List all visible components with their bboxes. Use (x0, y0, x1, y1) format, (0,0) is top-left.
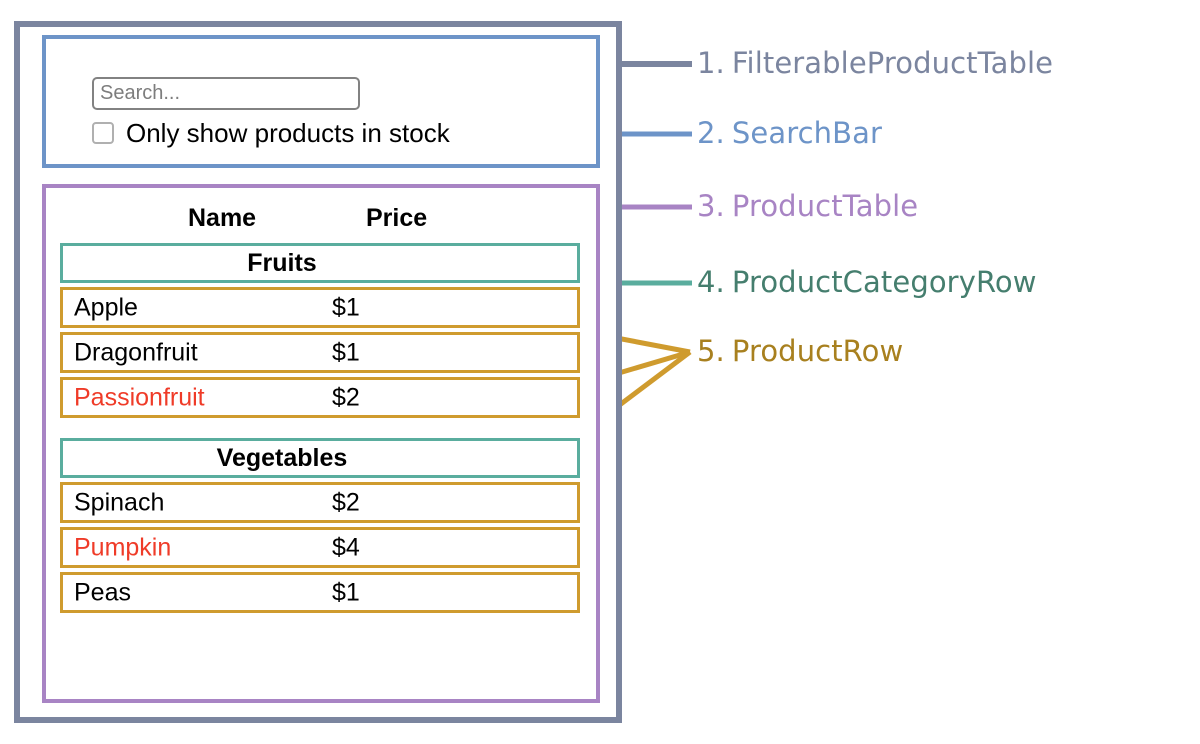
product-name: Apple (74, 293, 138, 321)
legend-item-product-category-row: 4.ProductCategoryRow (697, 268, 1037, 297)
in-stock-checkbox-row[interactable]: Only show products in stock (92, 120, 450, 146)
product-name: Pumpkin (74, 533, 172, 561)
legend-label: SearchBar (731, 116, 882, 150)
legend-number: 4. (697, 265, 725, 299)
product-price: $1 (332, 338, 360, 366)
product-name: Passionfruit (74, 383, 205, 411)
product-category-row: Fruits (60, 243, 580, 283)
product-name: Spinach (74, 488, 165, 516)
product-price: $2 (332, 383, 360, 411)
product-row: Pumpkin $4 (60, 527, 580, 568)
product-table-header: Name Price (46, 200, 596, 236)
group-spacer (60, 422, 580, 438)
legend-label: ProductCategoryRow (731, 265, 1037, 299)
product-row: Dragonfruit $1 (60, 332, 580, 373)
product-price: $4 (332, 533, 360, 561)
product-row: Spinach $2 (60, 482, 580, 523)
legend-number: 1. (697, 46, 725, 80)
product-row: Peas $1 (60, 572, 580, 613)
legend-label: ProductRow (731, 334, 904, 368)
in-stock-checkbox-label: Only show products in stock (126, 118, 450, 148)
search-bar-boundary: Only show products in stock (42, 35, 600, 168)
product-category-label: Fruits (247, 248, 317, 277)
legend-label: FilterableProductTable (731, 46, 1054, 80)
legend-item-product-table: 3.ProductTable (697, 192, 918, 221)
product-name: Peas (74, 578, 131, 606)
legend-number: 2. (697, 116, 725, 150)
product-category-label: Vegetables (216, 443, 348, 472)
column-header-name: Name (188, 203, 257, 232)
column-header-price: Price (366, 203, 428, 232)
legend-item-filterable-product-table: 1.FilterableProductTable (697, 49, 1053, 78)
product-price: $1 (332, 293, 360, 321)
legend-item-search-bar: 2.SearchBar (697, 119, 882, 148)
legend-number: 5. (697, 334, 725, 368)
product-name: Dragonfruit (74, 338, 198, 366)
product-price: $2 (332, 488, 360, 516)
legend-number: 3. (697, 189, 725, 223)
product-table-rows: Fruits Apple $1 Dragonfruit $1 Passionfr… (60, 243, 580, 617)
product-row: Passionfruit $2 (60, 377, 580, 418)
product-table-boundary: Name Price Fruits Apple $1 Dragonfruit $… (42, 184, 600, 703)
checkbox-icon[interactable] (92, 122, 114, 144)
product-price: $1 (332, 578, 360, 606)
product-category-row: Vegetables (60, 438, 580, 478)
product-row: Apple $1 (60, 287, 580, 328)
legend-item-product-row: 5.ProductRow (697, 337, 903, 366)
search-input[interactable] (92, 77, 360, 110)
legend-label: ProductTable (731, 189, 919, 223)
